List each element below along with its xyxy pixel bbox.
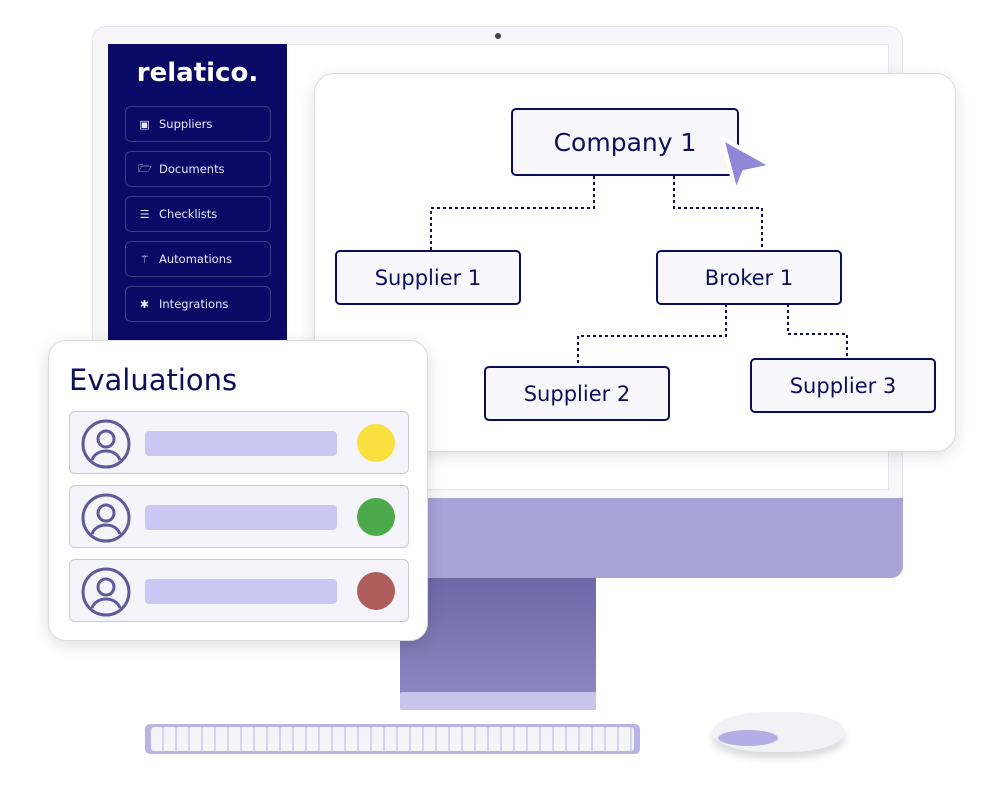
sidebar-item-suppliers[interactable]: ▣ Suppliers xyxy=(125,106,271,142)
sidebar-item-label: Integrations xyxy=(159,297,229,311)
sidebar-item-label: Suppliers xyxy=(159,117,213,131)
node-supplier-2[interactable]: Supplier 2 xyxy=(484,366,670,421)
camera xyxy=(495,33,501,39)
placeholder-bar xyxy=(145,431,337,456)
placeholder-bar xyxy=(145,579,337,604)
checklist-icon: ☰ xyxy=(139,207,150,221)
connector-broker-supplier3 xyxy=(787,304,848,358)
status-dot-red xyxy=(357,572,395,610)
node-supplier-1[interactable]: Supplier 1 xyxy=(335,250,521,305)
mouse xyxy=(712,712,845,752)
sidebar-item-documents[interactable]: 🗁 Documents xyxy=(125,151,271,187)
evaluations-card: Evaluations xyxy=(48,340,428,641)
folder-open-icon: 🗁 xyxy=(138,161,152,175)
evaluation-row[interactable] xyxy=(69,485,409,548)
monitor-base xyxy=(400,692,596,710)
status-dot-yellow xyxy=(357,424,395,462)
keyboard xyxy=(145,724,640,754)
cursor-icon xyxy=(720,136,774,194)
monitor-stand xyxy=(400,578,596,696)
user-avatar-icon xyxy=(81,493,131,543)
sidebar-item-integrations[interactable]: ✱ Integrations xyxy=(125,286,271,322)
magic-wand-icon: ⚚ xyxy=(139,252,150,266)
node-supplier-3[interactable]: Supplier 3 xyxy=(750,358,936,413)
evaluations-title: Evaluations xyxy=(69,363,238,397)
evaluation-row[interactable] xyxy=(69,411,409,474)
logo: relatico. xyxy=(136,58,259,88)
status-dot-green xyxy=(357,498,395,536)
sidebar-item-checklists[interactable]: ☰ Checklists xyxy=(125,196,271,232)
sidebar-item-label: Documents xyxy=(159,162,225,176)
connector-lines xyxy=(430,176,848,366)
evaluation-row[interactable] xyxy=(69,559,409,622)
placeholder-bar xyxy=(145,505,337,530)
sidebar-item-automations[interactable]: ⚚ Automations xyxy=(125,241,271,277)
connector-company-supplier1 xyxy=(430,176,595,250)
connector-company-broker xyxy=(673,176,763,250)
sidebar-item-label: Automations xyxy=(159,252,232,266)
sidebar: relatico. ▣ Suppliers 🗁 Documents ☰ Checkli… xyxy=(108,44,287,344)
node-company[interactable]: Company 1 xyxy=(511,108,739,176)
plug-icon: ✱ xyxy=(139,297,150,311)
node-broker-1[interactable]: Broker 1 xyxy=(656,250,842,305)
sidebar-item-label: Checklists xyxy=(159,207,218,221)
user-avatar-icon xyxy=(81,419,131,469)
connector-broker-supplier2 xyxy=(577,304,727,366)
user-avatar-icon xyxy=(81,567,131,617)
contact-book-icon: ▣ xyxy=(139,117,150,131)
